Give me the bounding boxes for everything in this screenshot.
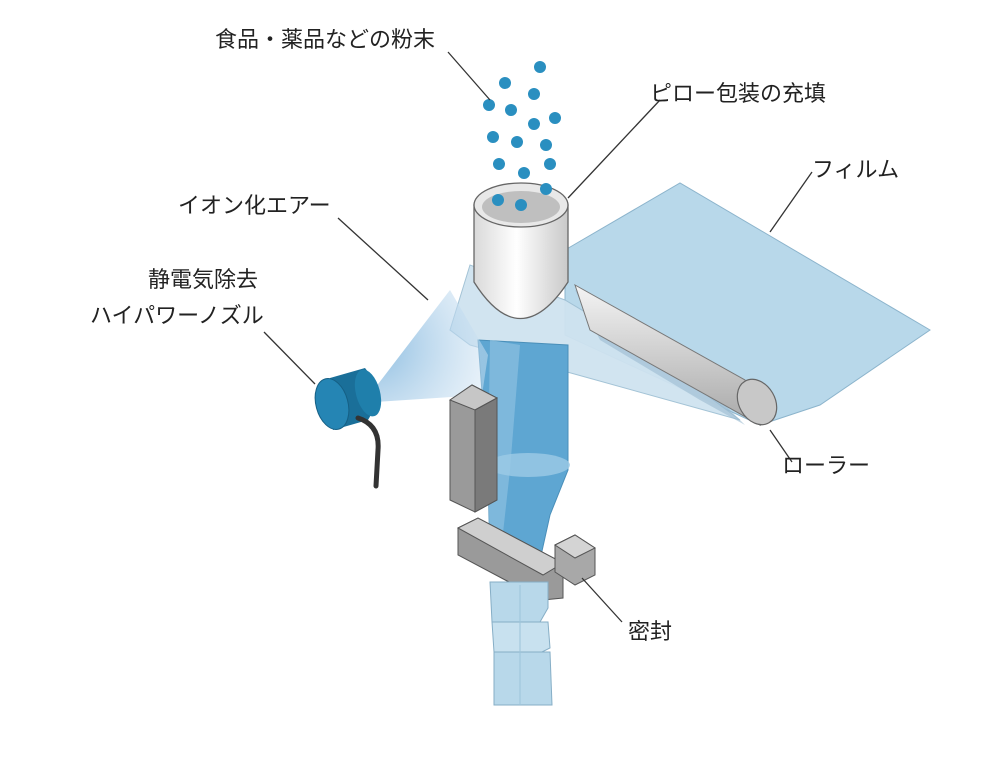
- leader-seal: [581, 577, 623, 623]
- label-roller: ローラー: [782, 454, 871, 479]
- label-nozzle-line1: 静電気除去: [148, 268, 259, 293]
- leader-pillow-filling: [567, 99, 661, 199]
- label-powder: 食品・薬品などの粉末: [215, 28, 436, 53]
- label-nozzle-line2: ハイパワーノズル: [90, 304, 264, 329]
- formed-tube-highlight: [488, 340, 520, 560]
- powder-level: [486, 453, 570, 477]
- sealed-bags: [489, 581, 553, 706]
- leader-nozzle: [263, 331, 316, 385]
- leader-ionized-air: [337, 217, 429, 301]
- horizontal-sealer: [456, 517, 597, 601]
- leader-film: [769, 171, 813, 233]
- label-film: フィルム: [812, 158, 900, 183]
- roller: [574, 283, 778, 427]
- leader-roller: [769, 429, 793, 463]
- leader-powder: [447, 51, 491, 101]
- label-seal: 密封: [628, 620, 673, 645]
- label-pillow-filling: ピロー包装の充填: [650, 82, 827, 107]
- label-ionized-air: イオン化エアー: [178, 194, 331, 219]
- ionized-air-spray: [372, 290, 488, 402]
- powder-particles: [483, 61, 561, 211]
- static-eliminator-nozzle: [314, 368, 382, 489]
- vertical-sealer: [448, 384, 499, 513]
